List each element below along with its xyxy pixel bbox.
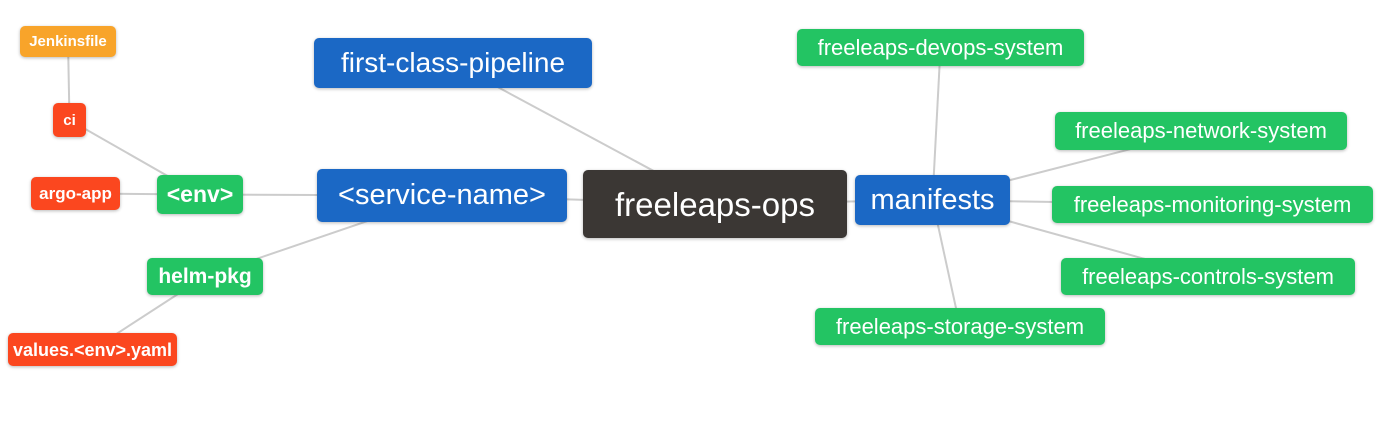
node-jenkinsfile[interactable]: Jenkinsfile [20, 26, 116, 57]
node-label-network-system: freeleaps-network-system [1075, 118, 1327, 143]
node-label-service-name: <service-name> [338, 179, 546, 211]
node-freeleaps-ops[interactable]: freeleaps-ops [583, 170, 847, 238]
node-label-ci: ci [63, 111, 76, 129]
node-service-name[interactable]: <service-name> [317, 169, 567, 222]
node-ci[interactable]: ci [53, 103, 86, 137]
node-first-class-pipeline[interactable]: first-class-pipeline [314, 38, 592, 88]
node-label-manifests: manifests [870, 183, 995, 216]
node-label-jenkinsfile: Jenkinsfile [29, 33, 107, 50]
edge-manifests--devops-system [931, 47, 942, 201]
node-manifests[interactable]: manifests [855, 175, 1010, 225]
node-label-monitoring-system: freeleaps-monitoring-system [1073, 191, 1352, 217]
node-label-helm-pkg: helm-pkg [158, 265, 252, 288]
node-label-freeleaps-ops: freeleaps-ops [615, 185, 815, 223]
node-label-argo-app: argo-app [39, 184, 112, 203]
node-devops-system[interactable]: freeleaps-devops-system [797, 29, 1084, 66]
node-argo-app[interactable]: argo-app [31, 177, 120, 210]
node-helm-pkg[interactable]: helm-pkg [147, 258, 263, 295]
node-controls-system[interactable]: freeleaps-controls-system [1061, 258, 1355, 295]
node-values-env-yaml[interactable]: values.<env>.yaml [8, 333, 177, 366]
node-label-controls-system: freeleaps-controls-system [1082, 263, 1334, 289]
node-label-storage-system: freeleaps-storage-system [835, 313, 1085, 339]
node-label-devops-system: freeleaps-devops-system [817, 34, 1064, 60]
node-label-values-env-yaml: values.<env>.yaml [12, 339, 173, 360]
node-env[interactable]: <env> [157, 175, 243, 214]
node-label-env: <env> [166, 181, 234, 207]
node-label-first-class-pipeline: first-class-pipeline [340, 47, 566, 78]
node-storage-system[interactable]: freeleaps-storage-system [815, 308, 1105, 345]
node-network-system[interactable]: freeleaps-network-system [1055, 112, 1347, 150]
node-monitoring-system[interactable]: freeleaps-monitoring-system [1052, 186, 1373, 223]
